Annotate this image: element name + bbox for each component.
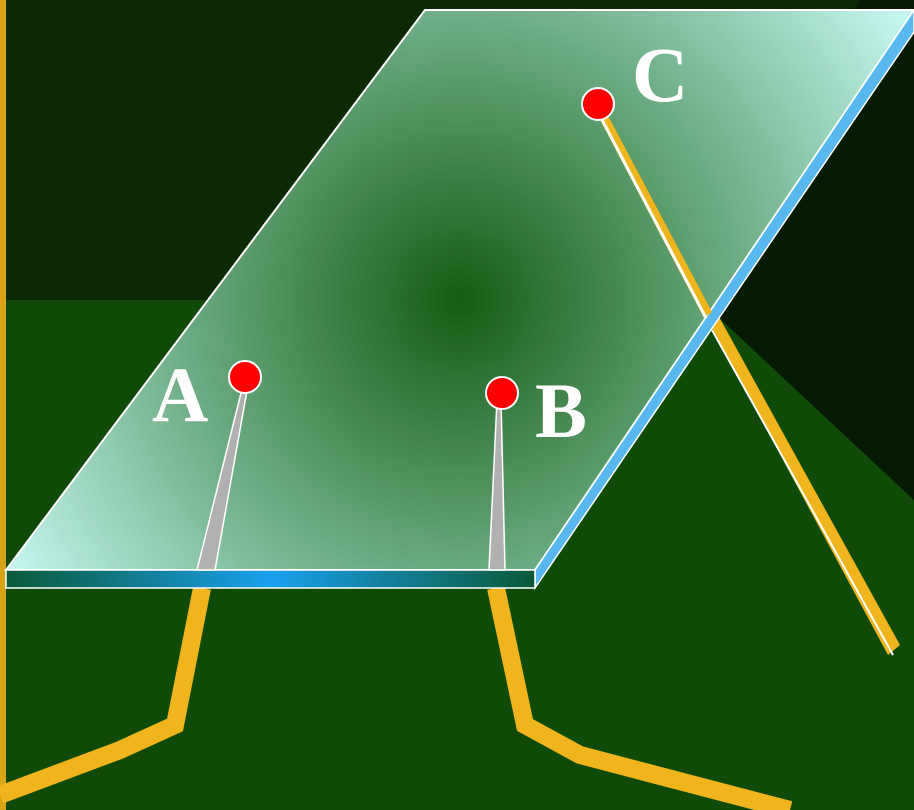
point-c-marker	[581, 87, 615, 121]
point-a-label: A	[152, 351, 208, 438]
plane-bottom-edge	[5, 569, 536, 589]
point-a-marker	[228, 360, 262, 394]
wire-c-lower-highlight	[711, 329, 894, 656]
shadow-region	[700, 0, 914, 500]
point-b-label: B	[535, 367, 587, 454]
wire-c-upper-highlight	[596, 111, 708, 319]
wire-a	[0, 586, 211, 804]
point-c-label: C	[632, 31, 688, 118]
wire-b	[487, 586, 793, 810]
left-border	[0, 0, 6, 810]
wire-c-lower	[705, 315, 900, 655]
point-b-marker	[485, 376, 519, 410]
